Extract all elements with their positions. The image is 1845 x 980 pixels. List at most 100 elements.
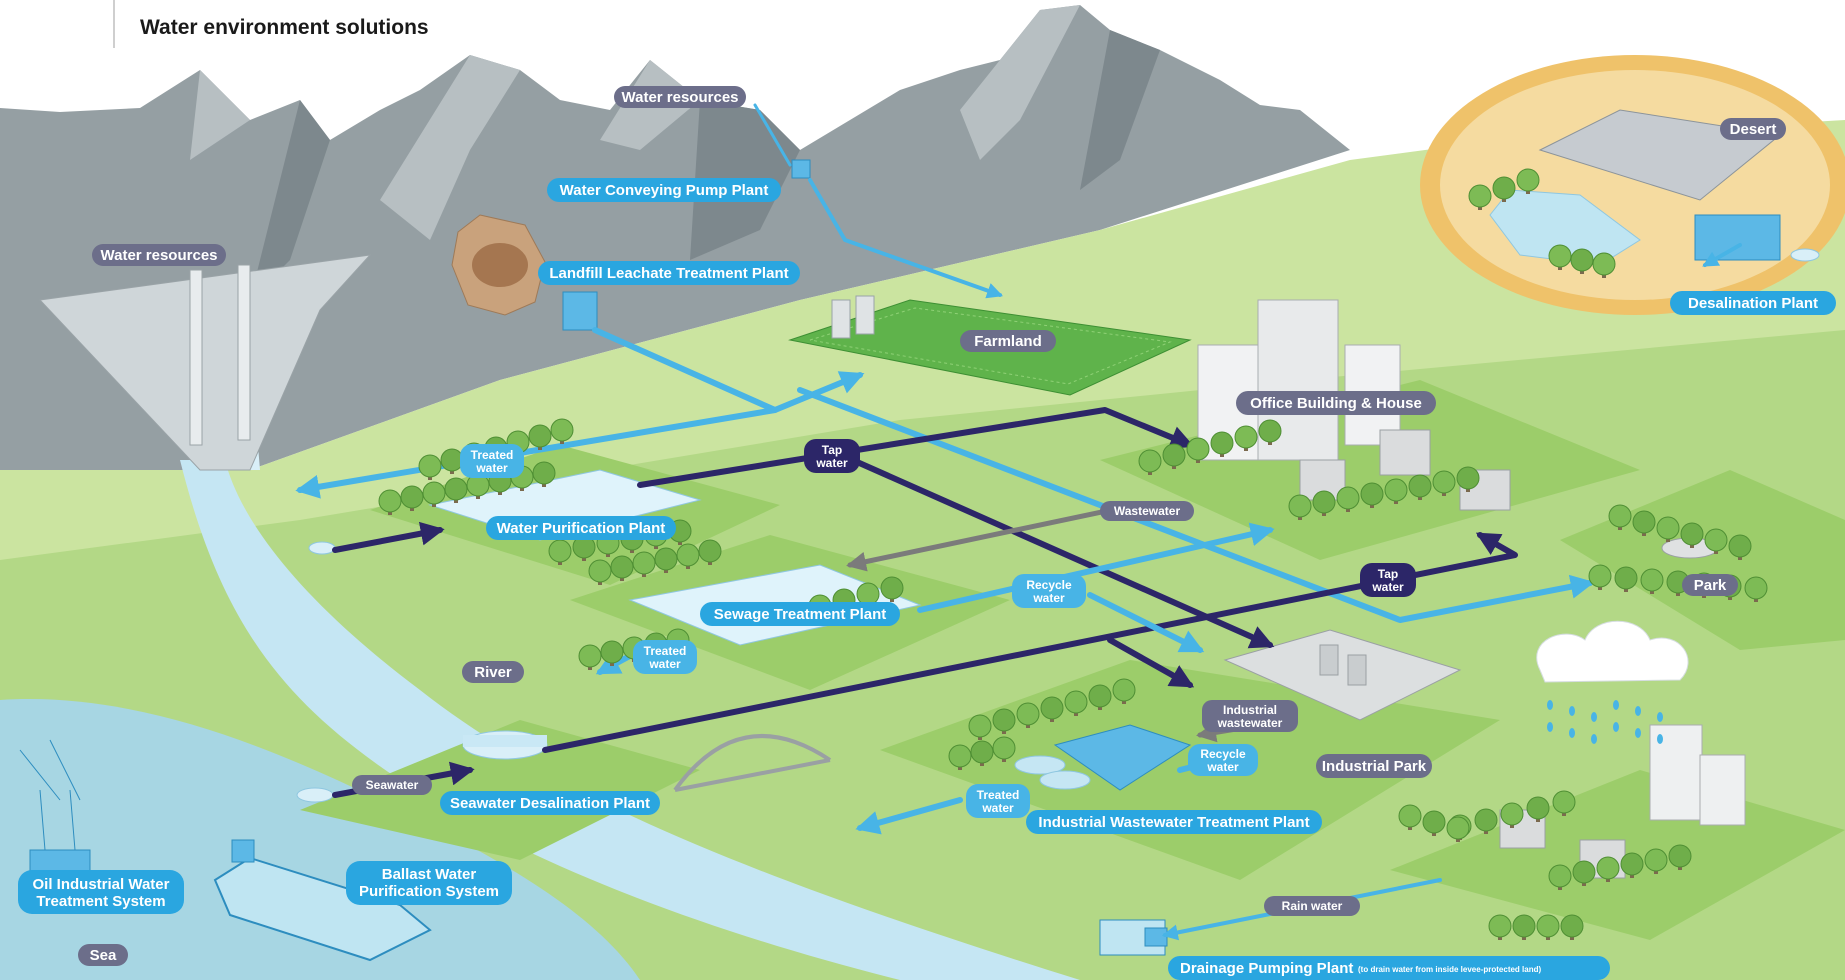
rain-drop	[1547, 700, 1553, 710]
label-office-building-house: Office Building & House	[1236, 391, 1436, 415]
tree-canopy	[548, 539, 572, 563]
bridge	[673, 734, 832, 792]
svg-text:Oil Industrial Water: Oil Industrial Water	[33, 876, 170, 893]
tree-canopy	[1614, 566, 1638, 590]
tree-canopy	[1608, 504, 1632, 528]
svg-text:water: water	[648, 657, 681, 671]
rain-drop	[1569, 728, 1575, 738]
tree-canopy	[1088, 684, 1112, 708]
label-farmland: Farmland	[960, 330, 1056, 352]
label-water-conveying-pump-plant: Water Conveying Pump Plant	[547, 178, 781, 202]
tree-canopy	[1526, 796, 1550, 820]
svg-text:(to drain water from inside le: (to drain water from inside levee-protec…	[1358, 965, 1541, 974]
flow-recycle-to-office	[917, 522, 1275, 613]
label-landfill-leachate-treatment-plant: Landfill Leachate Treatment Plant	[538, 261, 800, 285]
tree-canopy	[1588, 564, 1612, 588]
tree-canopy	[1016, 702, 1040, 726]
flow-industrial-treated-water	[855, 797, 963, 835]
svg-text:Industrial: Industrial	[1223, 703, 1277, 717]
industrial-treatment-units	[1053, 724, 1192, 791]
flow-pump-to-farmland	[808, 178, 1004, 299]
dam	[38, 254, 372, 471]
tree-canopy	[444, 477, 468, 501]
desalination-tank-body	[463, 735, 547, 747]
tree-canopy	[1512, 914, 1536, 938]
tree-canopy	[1234, 425, 1258, 449]
label-seawater-desalination-plant: Seawater Desalination Plant	[440, 791, 660, 815]
silo	[831, 299, 851, 339]
label-treated-water-3: Treated water	[966, 784, 1030, 818]
svg-text:Ballast Water: Ballast Water	[382, 866, 477, 883]
label-treated-water-1: Treated water	[460, 444, 524, 478]
tree-canopy	[1596, 856, 1620, 880]
pump-house	[791, 159, 811, 179]
labels-layer: Water resources Water resources Farmland…	[18, 86, 1836, 980]
tree-canopy	[1744, 576, 1768, 600]
tree-canopy	[1360, 482, 1384, 506]
svg-text:Treated: Treated	[471, 448, 514, 462]
tree-canopy	[578, 644, 602, 668]
svg-text:Farmland: Farmland	[974, 333, 1042, 350]
svg-text:water: water	[1371, 580, 1404, 594]
house	[1379, 429, 1431, 476]
rain-cloud	[1536, 620, 1689, 683]
tree-canopy	[1446, 816, 1470, 840]
svg-text:Recycle: Recycle	[1026, 578, 1072, 592]
tree-canopy	[440, 448, 464, 472]
label-water-resources-top: Water resources	[614, 86, 746, 108]
svg-text:water: water	[1032, 591, 1065, 605]
svg-text:wastewater: wastewater	[1217, 716, 1283, 730]
label-drainage-pumping-plant: Drainage Pumping Plant (to drain water f…	[1168, 956, 1610, 980]
factory	[1223, 629, 1462, 721]
intake-tank	[296, 787, 334, 803]
label-ballast-water-purification-system: Ballast Water Purification System	[346, 861, 512, 905]
tree-canopy	[1456, 466, 1480, 490]
tree-canopy	[1640, 568, 1664, 592]
tree-canopy	[528, 424, 552, 448]
tree-canopy	[550, 418, 574, 442]
page-title: Water environment solutions	[140, 16, 429, 39]
farmland-grid	[809, 307, 1172, 385]
tree-canopy	[1572, 860, 1596, 884]
flow-tap-water-to-office	[637, 407, 1195, 488]
treatment-tank	[1039, 770, 1091, 790]
label-sea: Sea	[78, 944, 128, 966]
tree-canopy	[654, 547, 678, 571]
tree-canopy	[1704, 528, 1728, 552]
tree-canopy	[378, 489, 402, 513]
tree-canopy	[1680, 522, 1704, 546]
svg-text:water: water	[475, 461, 508, 475]
tree-canopy	[1536, 914, 1560, 938]
svg-text:Office Building & House: Office Building & House	[1250, 395, 1422, 412]
tree-canopy	[1548, 244, 1572, 268]
tree-canopy	[588, 559, 612, 583]
label-recycle-water-1: Recycle water	[1012, 574, 1086, 608]
flow-recycle-to-industry	[1087, 592, 1205, 653]
tree-canopy	[970, 740, 994, 764]
tree-canopy	[1138, 449, 1162, 473]
tree-canopy	[600, 640, 624, 664]
svg-text:Sewage Treatment Plant: Sewage Treatment Plant	[714, 606, 887, 623]
label-tap-water-1: Tap water	[804, 439, 860, 473]
tree-canopy	[418, 454, 442, 478]
svg-text:Desert: Desert	[1730, 121, 1777, 138]
label-park: Park	[1682, 574, 1738, 596]
flow-tap-water-to-industry-2	[1107, 637, 1195, 688]
svg-text:Water Conveying Pump Plant: Water Conveying Pump Plant	[560, 182, 769, 199]
rain-drop	[1613, 700, 1619, 710]
tree-canopy	[948, 744, 972, 768]
treatment-tank	[1014, 755, 1066, 775]
mountain-ridge-dark	[250, 30, 1160, 300]
intake-tank	[308, 541, 336, 555]
ship-bridge	[231, 839, 255, 863]
tree-canopy	[1560, 914, 1584, 938]
label-river: River	[462, 661, 524, 683]
svg-text:Industrial Wastewater Treatmen: Industrial Wastewater Treatment Plant	[1038, 814, 1309, 831]
svg-text:Recycle: Recycle	[1200, 747, 1246, 761]
svg-text:Seawater: Seawater	[366, 778, 419, 792]
tree-canopy	[1492, 176, 1516, 200]
tree-canopy	[1468, 184, 1492, 208]
mountain-ridge-light	[190, 5, 1080, 240]
landfill-pit-center	[472, 243, 528, 287]
